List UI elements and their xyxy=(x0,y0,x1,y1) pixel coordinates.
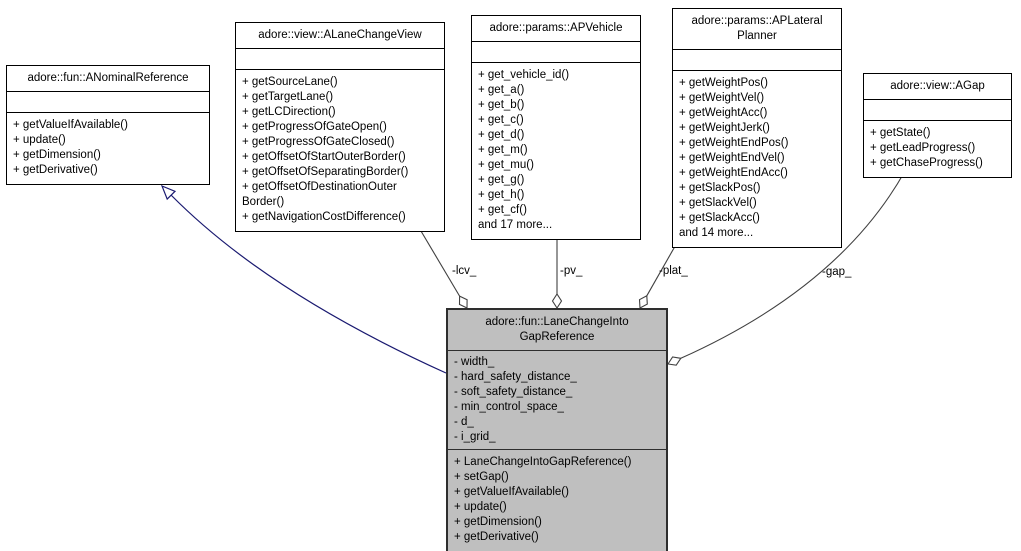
gap-edge xyxy=(680,170,906,359)
member-row: + getProgressOfGateOpen() xyxy=(242,121,387,133)
class-attributes xyxy=(236,49,444,70)
member-row: + getOffsetOfStartOuterBorder() xyxy=(242,151,406,163)
member-row: + update() xyxy=(454,501,507,513)
class-title: adore::fun::LaneChangeInto GapReference xyxy=(448,310,666,351)
member-row: + get_vehicle_id() xyxy=(478,69,570,81)
edge-label-gap: -gap_ xyxy=(822,266,852,278)
member-row: + getDerivative() xyxy=(13,164,98,176)
member-row: + getWeightEndAcc() xyxy=(679,167,788,179)
member-row: - d_ xyxy=(454,416,474,428)
member-row: and 17 more... xyxy=(478,219,553,231)
class-attributes xyxy=(673,50,841,71)
class-box-anominalreference[interactable]: adore::fun::ANominalReference + getValue… xyxy=(6,65,210,185)
class-title: adore::params::APLateral Planner xyxy=(673,9,841,50)
member-row: + getChaseProgress() xyxy=(870,157,983,169)
member-row: + getState() xyxy=(870,127,931,139)
plat-edge xyxy=(646,240,679,297)
member-row: + getOffsetOfSeparatingBorder() xyxy=(242,166,409,178)
class-title: adore::fun::ANominalReference xyxy=(7,66,209,92)
gap-aggregation-diamond-icon xyxy=(667,356,682,366)
class-box-alanechangeview[interactable]: adore::view::ALaneChangeView + getSource… xyxy=(235,22,445,232)
member-row: + get_h() xyxy=(478,189,525,201)
class-box-aplateralplanner[interactable]: adore::params::APLateral Planner + getWe… xyxy=(672,8,842,248)
member-row: + getOffsetOfDestinationOuter Border() xyxy=(242,181,397,208)
member-row: + getTargetLane() xyxy=(242,91,334,103)
class-box-agap[interactable]: adore::view::AGap + getState()+ getLeadP… xyxy=(863,73,1012,178)
member-row: + get_cf() xyxy=(478,204,527,216)
member-row: + getProgressOfGateClosed() xyxy=(242,136,395,148)
pv-aggregation-diamond-icon xyxy=(551,292,563,310)
member-row: + get_mu() xyxy=(478,159,534,171)
member-row: + getDimension() xyxy=(13,149,101,161)
inheritance-edge xyxy=(170,194,447,374)
edge-label-pv: -pv_ xyxy=(560,265,583,277)
class-methods: + getValueIfAvailable() + update() + getDi… xyxy=(7,113,209,184)
member-row: + getWeightEndPos() xyxy=(679,137,789,149)
member-row: + getLCDirection() xyxy=(242,106,336,118)
class-methods: + getSourceLane() + getTargetLane() + getL… xyxy=(236,70,444,231)
member-row: + get_c() xyxy=(478,114,524,126)
member-row: + getWeightJerk() xyxy=(679,122,770,134)
class-attributes xyxy=(864,100,1011,121)
class-title: adore::params::APVehicle xyxy=(472,16,640,42)
member-row: - soft_safety_distance_ xyxy=(454,386,573,398)
member-row: + getDerivative() xyxy=(454,531,539,543)
member-row: + get_g() xyxy=(478,174,525,186)
member-row: + getSlackVel() xyxy=(679,197,757,209)
member-row: - hard_safety_distance_ xyxy=(454,371,577,383)
lcv-aggregation-diamond-icon xyxy=(458,295,468,309)
member-row: + getSlackAcc() xyxy=(679,212,760,224)
class-title: adore::view::ALaneChangeView xyxy=(236,23,444,49)
class-methods: + LaneChangeIntoGapReference() + setGap()… xyxy=(448,450,666,551)
class-attributes xyxy=(472,42,640,63)
member-row: + get_b() xyxy=(478,99,525,111)
member-row: - i_grid_ xyxy=(454,431,496,443)
member-row: + get_d() xyxy=(478,129,525,141)
member-row: + get_m() xyxy=(478,144,528,156)
class-box-apvehicle[interactable]: adore::params::APVehicle + get_vehicle_i… xyxy=(471,15,641,240)
member-row: - min_control_space_ xyxy=(454,401,564,413)
class-attributes xyxy=(7,92,209,113)
member-row: + getWeightAcc() xyxy=(679,107,768,119)
lcv-edge xyxy=(417,225,461,297)
class-title: adore::view::AGap xyxy=(864,74,1011,100)
member-row: + getWeightPos() xyxy=(679,77,768,89)
class-attributes: - width_ - hard_safety_distance_ - soft_sa… xyxy=(448,351,666,450)
member-row: + getValueIfAvailable() xyxy=(454,486,569,498)
member-row: + get_a() xyxy=(478,84,525,96)
class-methods: + getWeightPos() + getWeightVel() + getWei… xyxy=(673,71,841,247)
member-row: + getLeadProgress() xyxy=(870,142,976,154)
class-methods: + getState() + getLeadProgress() + getChas… xyxy=(864,121,1011,177)
plat-aggregation-diamond-icon xyxy=(638,294,648,309)
member-row: + getDimension() xyxy=(454,516,542,528)
member-row: + update() xyxy=(13,134,66,146)
edge-label-plat: -plat_ xyxy=(659,265,688,277)
member-row: + getWeightEndVel() xyxy=(679,152,785,164)
member-row: - width_ xyxy=(454,356,495,368)
member-row: + setGap() xyxy=(454,471,509,483)
member-row: and 14 more... xyxy=(679,227,754,239)
member-row: + getSourceLane() xyxy=(242,76,338,88)
member-row: + getWeightVel() xyxy=(679,92,765,104)
class-methods: + get_vehicle_id() + get_a() + get_b() + ge… xyxy=(472,63,640,239)
member-row: + getSlackPos() xyxy=(679,182,761,194)
member-row: + LaneChangeIntoGapReference() xyxy=(454,456,632,468)
member-row: + getValueIfAvailable() xyxy=(13,119,128,131)
class-box-lanechangeintogapreference[interactable]: adore::fun::LaneChangeInto GapReference … xyxy=(446,308,668,551)
member-row: + getNavigationCostDifference() xyxy=(242,211,406,223)
edge-label-lcv: -lcv_ xyxy=(452,265,477,277)
inheritance-arrowhead-icon xyxy=(160,184,177,201)
